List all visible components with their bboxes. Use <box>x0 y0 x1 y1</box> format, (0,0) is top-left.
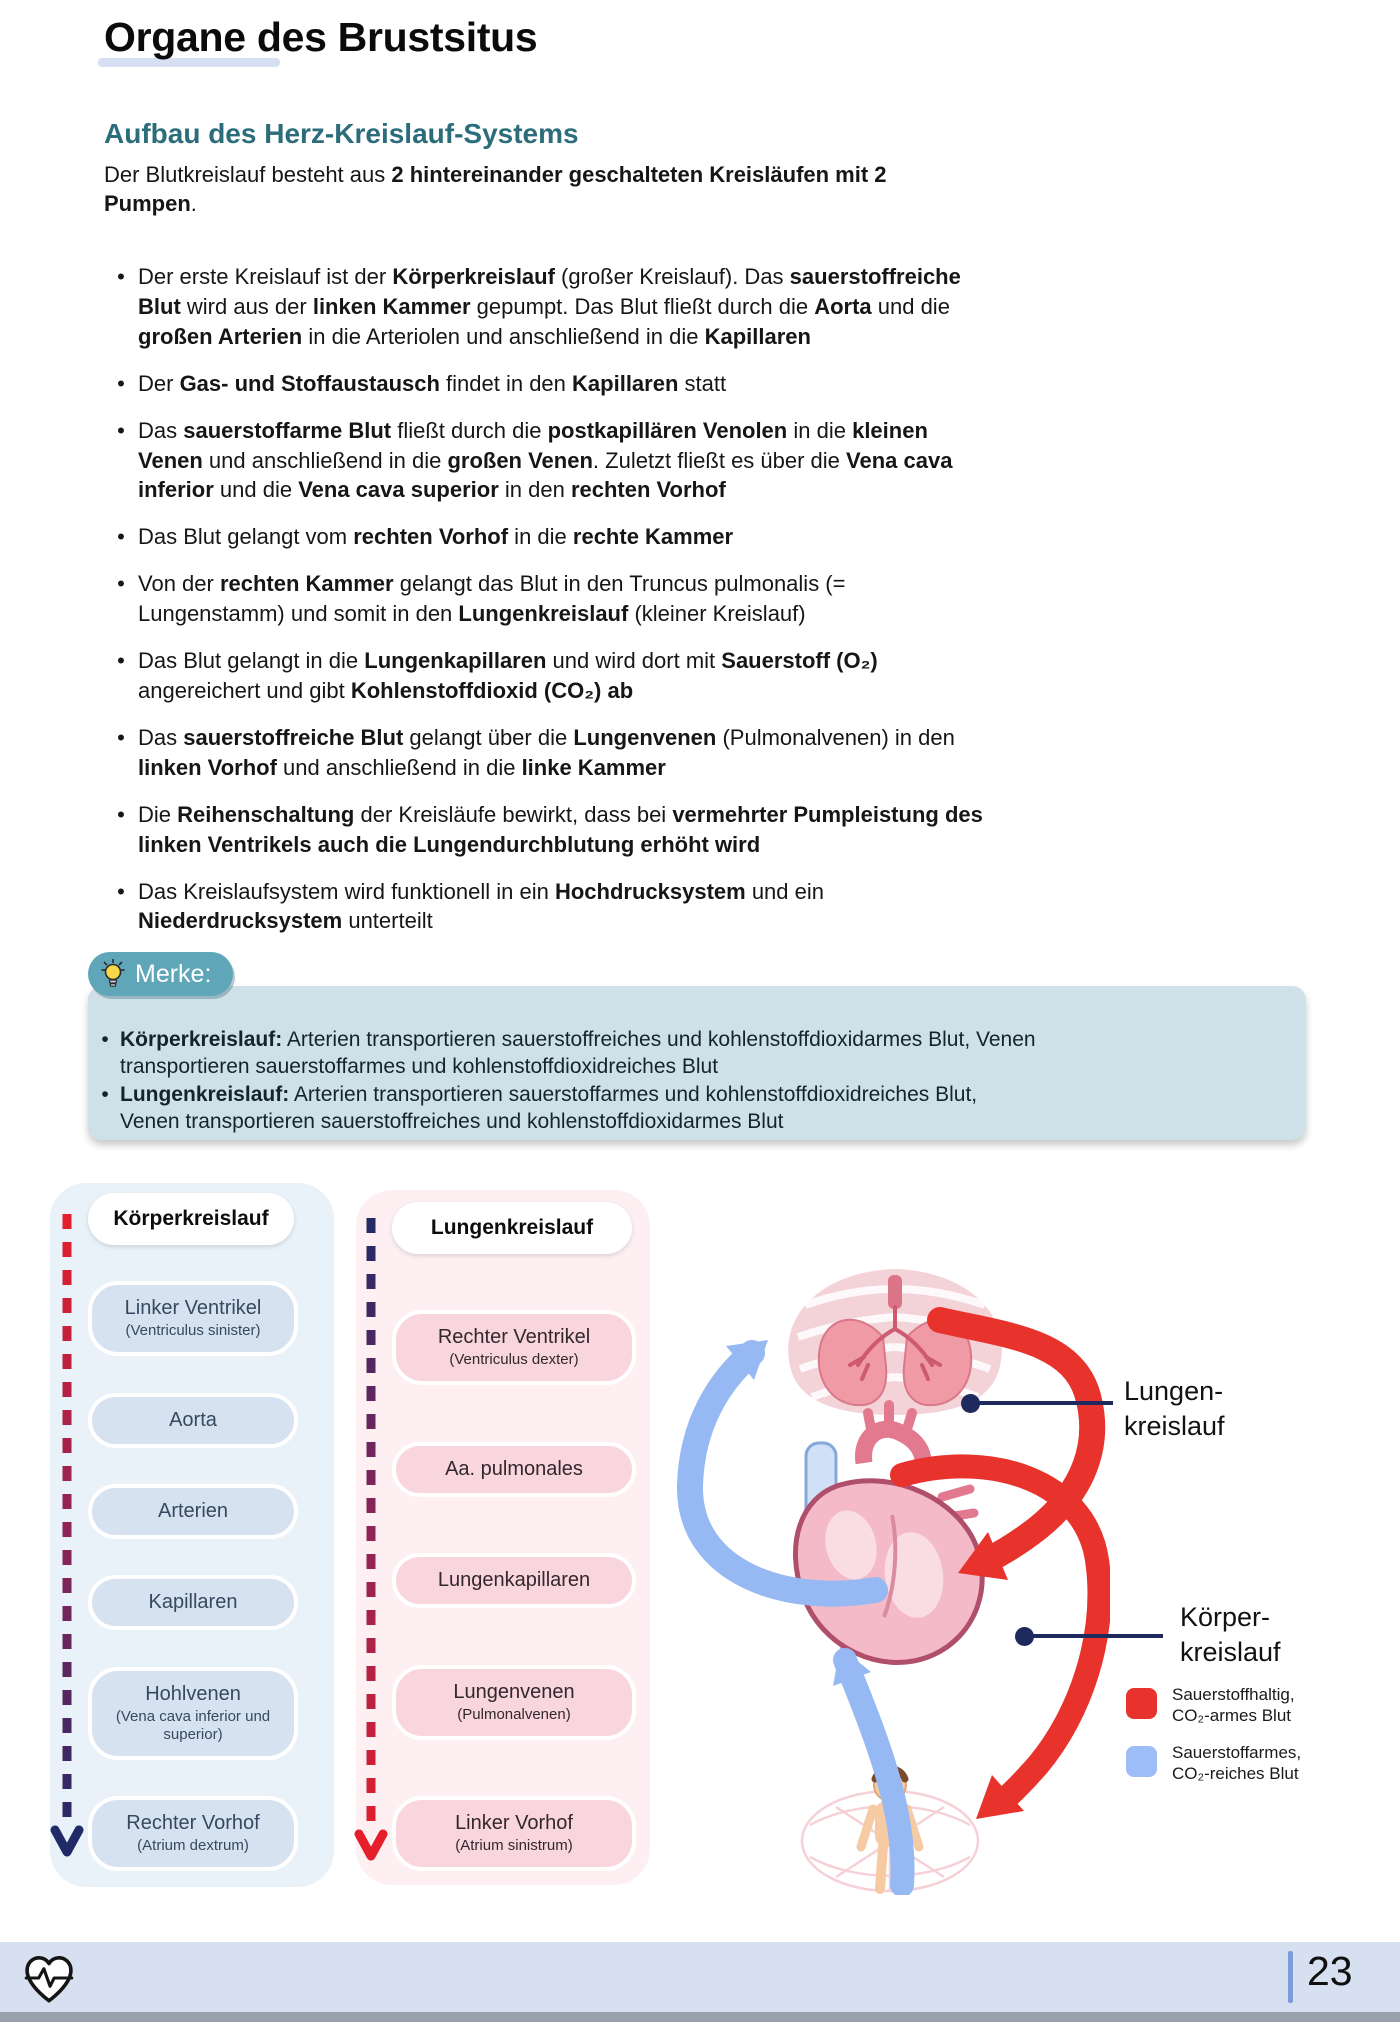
artery-flow-arrow <box>890 1307 1110 1819</box>
koerperkreislauf-pointer-line <box>1024 1634 1163 1638</box>
bullet-item: Der erste Kreislauf ist der Körperkreisl… <box>104 262 984 352</box>
flowchart-lungenkreislauf: Lungenkreislauf Rechter Ventrikel (Ventr… <box>356 1190 650 1885</box>
node-lungenkapillaren: Lungenkapillaren <box>392 1553 636 1609</box>
node-kapillaren: Kapillaren <box>88 1575 298 1631</box>
node-rechter-vorhof: Rechter Vorhof (Atrium dextrum) <box>88 1795 298 1871</box>
node-aa-pulmonales: Aa. pulmonales <box>392 1441 636 1497</box>
legend-swatch-oxygenated <box>1126 1688 1157 1719</box>
merke-label: Merke: <box>135 959 212 988</box>
label-koerperkreislauf: Körper- kreislauf <box>1180 1602 1281 1668</box>
flowchart-koerperkreislauf: Körperkreislauf Linker Ventrikel (Ventri… <box>50 1183 334 1887</box>
merke-item: Körperkreislauf: Arterien transportieren… <box>90 1026 1282 1080</box>
heart-illustration <box>793 1400 985 1665</box>
node-lungenvenen: Lungenvenen (Pulmonalvenen) <box>392 1664 636 1740</box>
bullet-item: Das sauerstoffarme Blut fließt durch die… <box>104 416 984 506</box>
legend-label-deoxygenated: Sauerstoffarmes, CO₂-reiches Blut <box>1172 1743 1302 1784</box>
merke-item: Lungenkreislauf: Arterien transportieren… <box>90 1081 1282 1135</box>
bottom-edge-strip <box>0 2012 1400 2022</box>
koerper-gradient-dashed-arrow <box>50 1214 84 1857</box>
lungenkreislauf-header: Lungenkreislauf <box>392 1202 632 1254</box>
vein-flow-arrow <box>676 1340 915 1895</box>
lungenkreislauf-pointer-line <box>970 1401 1113 1405</box>
page-title: Organe des Brustsitus <box>104 14 538 60</box>
node-arterien: Arterien <box>88 1483 298 1539</box>
bullet-item: Das Blut gelangt in die Lungenkapillaren… <box>104 646 984 706</box>
bullet-item: Das sauerstoffreiche Blut gelangt über d… <box>104 723 984 783</box>
label-lungenkreislauf: Lungen- kreislauf <box>1124 1376 1225 1442</box>
intro-paragraph: Der Blutkreislauf besteht aus 2 hinterei… <box>104 162 887 217</box>
section-title: Aufbau des Herz-Kreislauf-Systems <box>104 118 579 149</box>
bullet-item: Der Gas- und Stoffaustausch findet in de… <box>104 369 984 399</box>
node-linker-ventrikel: Linker Ventrikel (Ventriculus sinister) <box>88 1281 298 1357</box>
title-underline <box>98 58 280 67</box>
node-linker-vorhof: Linker Vorhof (Atrium sinistrum) <box>392 1795 636 1871</box>
merke-box: Körperkreislauf: Arterien transportieren… <box>88 986 1306 1140</box>
page-number: 23 <box>1307 1948 1353 1994</box>
page-number-accent-bar <box>1288 1951 1293 2003</box>
bullet-item: Das Blut gelangt vom rechten Vorhof in d… <box>104 522 984 552</box>
node-rechter-ventrikel: Rechter Ventrikel (Ventriculus dexter) <box>392 1310 636 1386</box>
merke-list: Körperkreislauf: Arterien transportieren… <box>90 1026 1282 1135</box>
bullet-list: Der erste Kreislauf ist der Körperkreisl… <box>104 262 984 936</box>
legend-label-oxygenated: Sauerstoffhaltig, CO₂-armes Blut <box>1172 1685 1295 1726</box>
legend-swatch-deoxygenated <box>1126 1746 1157 1777</box>
koerperkreislauf-header: Körperkreislauf <box>88 1193 294 1245</box>
bullet-item: Die Reihenschaltung der Kreisläufe bewir… <box>104 800 984 860</box>
footer-bar <box>0 1942 1400 2012</box>
lungen-gradient-dashed-arrow <box>354 1218 388 1861</box>
lightbulb-icon <box>101 959 125 987</box>
circulation-illustration <box>676 1269 1110 1895</box>
bullet-item: Von der rechten Kammer gelangt das Blut … <box>104 569 984 629</box>
bullet-item: Das Kreislaufsystem wird funktionell in … <box>104 877 984 937</box>
merke-badge: Merke: <box>88 952 234 996</box>
heartbeat-icon <box>24 1956 74 2003</box>
node-aorta: Aorta <box>88 1392 298 1448</box>
node-hohlvenen: Hohlvenen (Vena cava inferior und superi… <box>88 1666 298 1760</box>
